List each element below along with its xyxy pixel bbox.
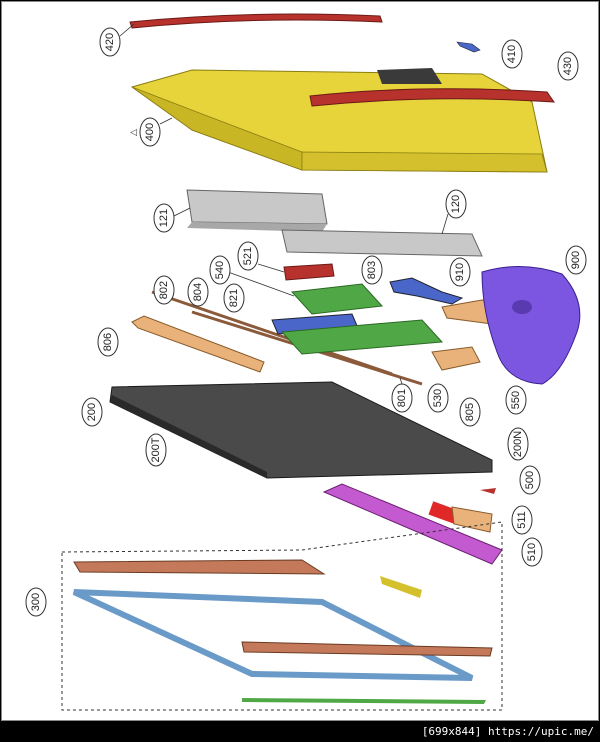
label-540: 540 — [209, 255, 295, 297]
svg-text:821: 821 — [228, 289, 240, 307]
label-900: 900 — [565, 245, 587, 275]
part-540-green-board — [290, 283, 384, 315]
label-530: 530 — [427, 383, 449, 413]
image-host-watermark: [699x844] https://upic.me/ — [0, 722, 600, 742]
svg-text:550: 550 — [510, 391, 522, 409]
label-803: 803 — [361, 255, 383, 285]
label-550: 550 — [505, 385, 527, 415]
label-200T: 200T — [145, 433, 167, 467]
part-410-small-blue-piece — [456, 41, 481, 53]
svg-text:300: 300 — [30, 593, 42, 611]
part-430-red-handle — [309, 88, 556, 107]
svg-text:△: △ — [128, 129, 138, 136]
label-400: 400 △ — [128, 117, 173, 147]
exploded-view-diagram: 420 410 430 400 △ 121 — [25, 13, 587, 711]
exploded-view-canvas: 420 410 430 400 △ 121 — [1, 1, 599, 721]
label-510: 510 — [521, 537, 543, 567]
label-821: 821 — [223, 283, 245, 313]
svg-text:521: 521 — [242, 247, 254, 265]
svg-text:511: 511 — [516, 511, 528, 529]
watermark-text: [699x844] https://upic.me/ — [421, 725, 594, 738]
part-900-stand-base — [481, 266, 581, 385]
svg-text:510: 510 — [526, 543, 538, 561]
label-410: 410 — [501, 39, 523, 69]
label-805: 805 — [459, 397, 481, 427]
label-200N: 200N — [507, 427, 529, 461]
part-200-lcd-panel — [109, 381, 493, 479]
part-400-back-cover — [130, 68, 548, 173]
label-806: 806 — [97, 327, 119, 357]
svg-text:420: 420 — [104, 33, 116, 51]
part-803-blue-bracket — [389, 277, 464, 305]
svg-text:530: 530 — [432, 389, 444, 407]
svg-text:805: 805 — [464, 403, 476, 421]
label-420: 420 — [99, 23, 135, 57]
part-521-red-bracket — [283, 263, 335, 281]
svg-text:801: 801 — [396, 389, 408, 407]
part-805-bracket — [431, 346, 481, 371]
label-804: 804 — [187, 277, 209, 307]
label-300: 300 — [25, 587, 47, 617]
svg-text:804: 804 — [192, 283, 204, 301]
svg-text:430: 430 — [562, 57, 574, 75]
label-521: 521 — [237, 241, 285, 273]
svg-text:400: 400 — [144, 123, 156, 141]
part-806-bracket — [131, 315, 265, 373]
svg-text:806: 806 — [102, 333, 114, 351]
part-121-speaker — [186, 189, 328, 232]
svg-text:803: 803 — [366, 261, 378, 279]
svg-text:500: 500 — [524, 471, 536, 489]
part-500-small-piece — [480, 488, 496, 494]
part-802-rod — [151, 290, 393, 376]
svg-text:200N: 200N — [512, 431, 524, 457]
label-801: 801 — [391, 377, 413, 413]
part-420-red-bar — [129, 13, 383, 29]
label-200: 200 — [81, 397, 103, 427]
label-500: 500 — [519, 465, 541, 495]
svg-text:900: 900 — [570, 251, 582, 269]
svg-text:200T: 200T — [150, 437, 162, 462]
label-511: 511 — [511, 505, 533, 535]
svg-text:410: 410 — [506, 45, 518, 63]
svg-text:200: 200 — [86, 403, 98, 421]
label-121: 121 — [153, 203, 191, 233]
part-120-speaker — [281, 229, 483, 257]
label-120: 120 — [441, 189, 467, 235]
label-910: 910 — [449, 257, 471, 287]
svg-text:121: 121 — [158, 209, 170, 227]
label-802: 802 — [153, 275, 175, 305]
svg-text:540: 540 — [214, 261, 226, 279]
svg-text:120: 120 — [450, 195, 462, 213]
svg-text:910: 910 — [454, 263, 466, 281]
group-300-frame — [61, 521, 503, 711]
part-821-blue-board — [271, 313, 444, 355]
svg-text:802: 802 — [158, 281, 170, 299]
part-510-front-bezel-bottom — [322, 483, 503, 565]
label-430: 430 — [557, 51, 579, 81]
